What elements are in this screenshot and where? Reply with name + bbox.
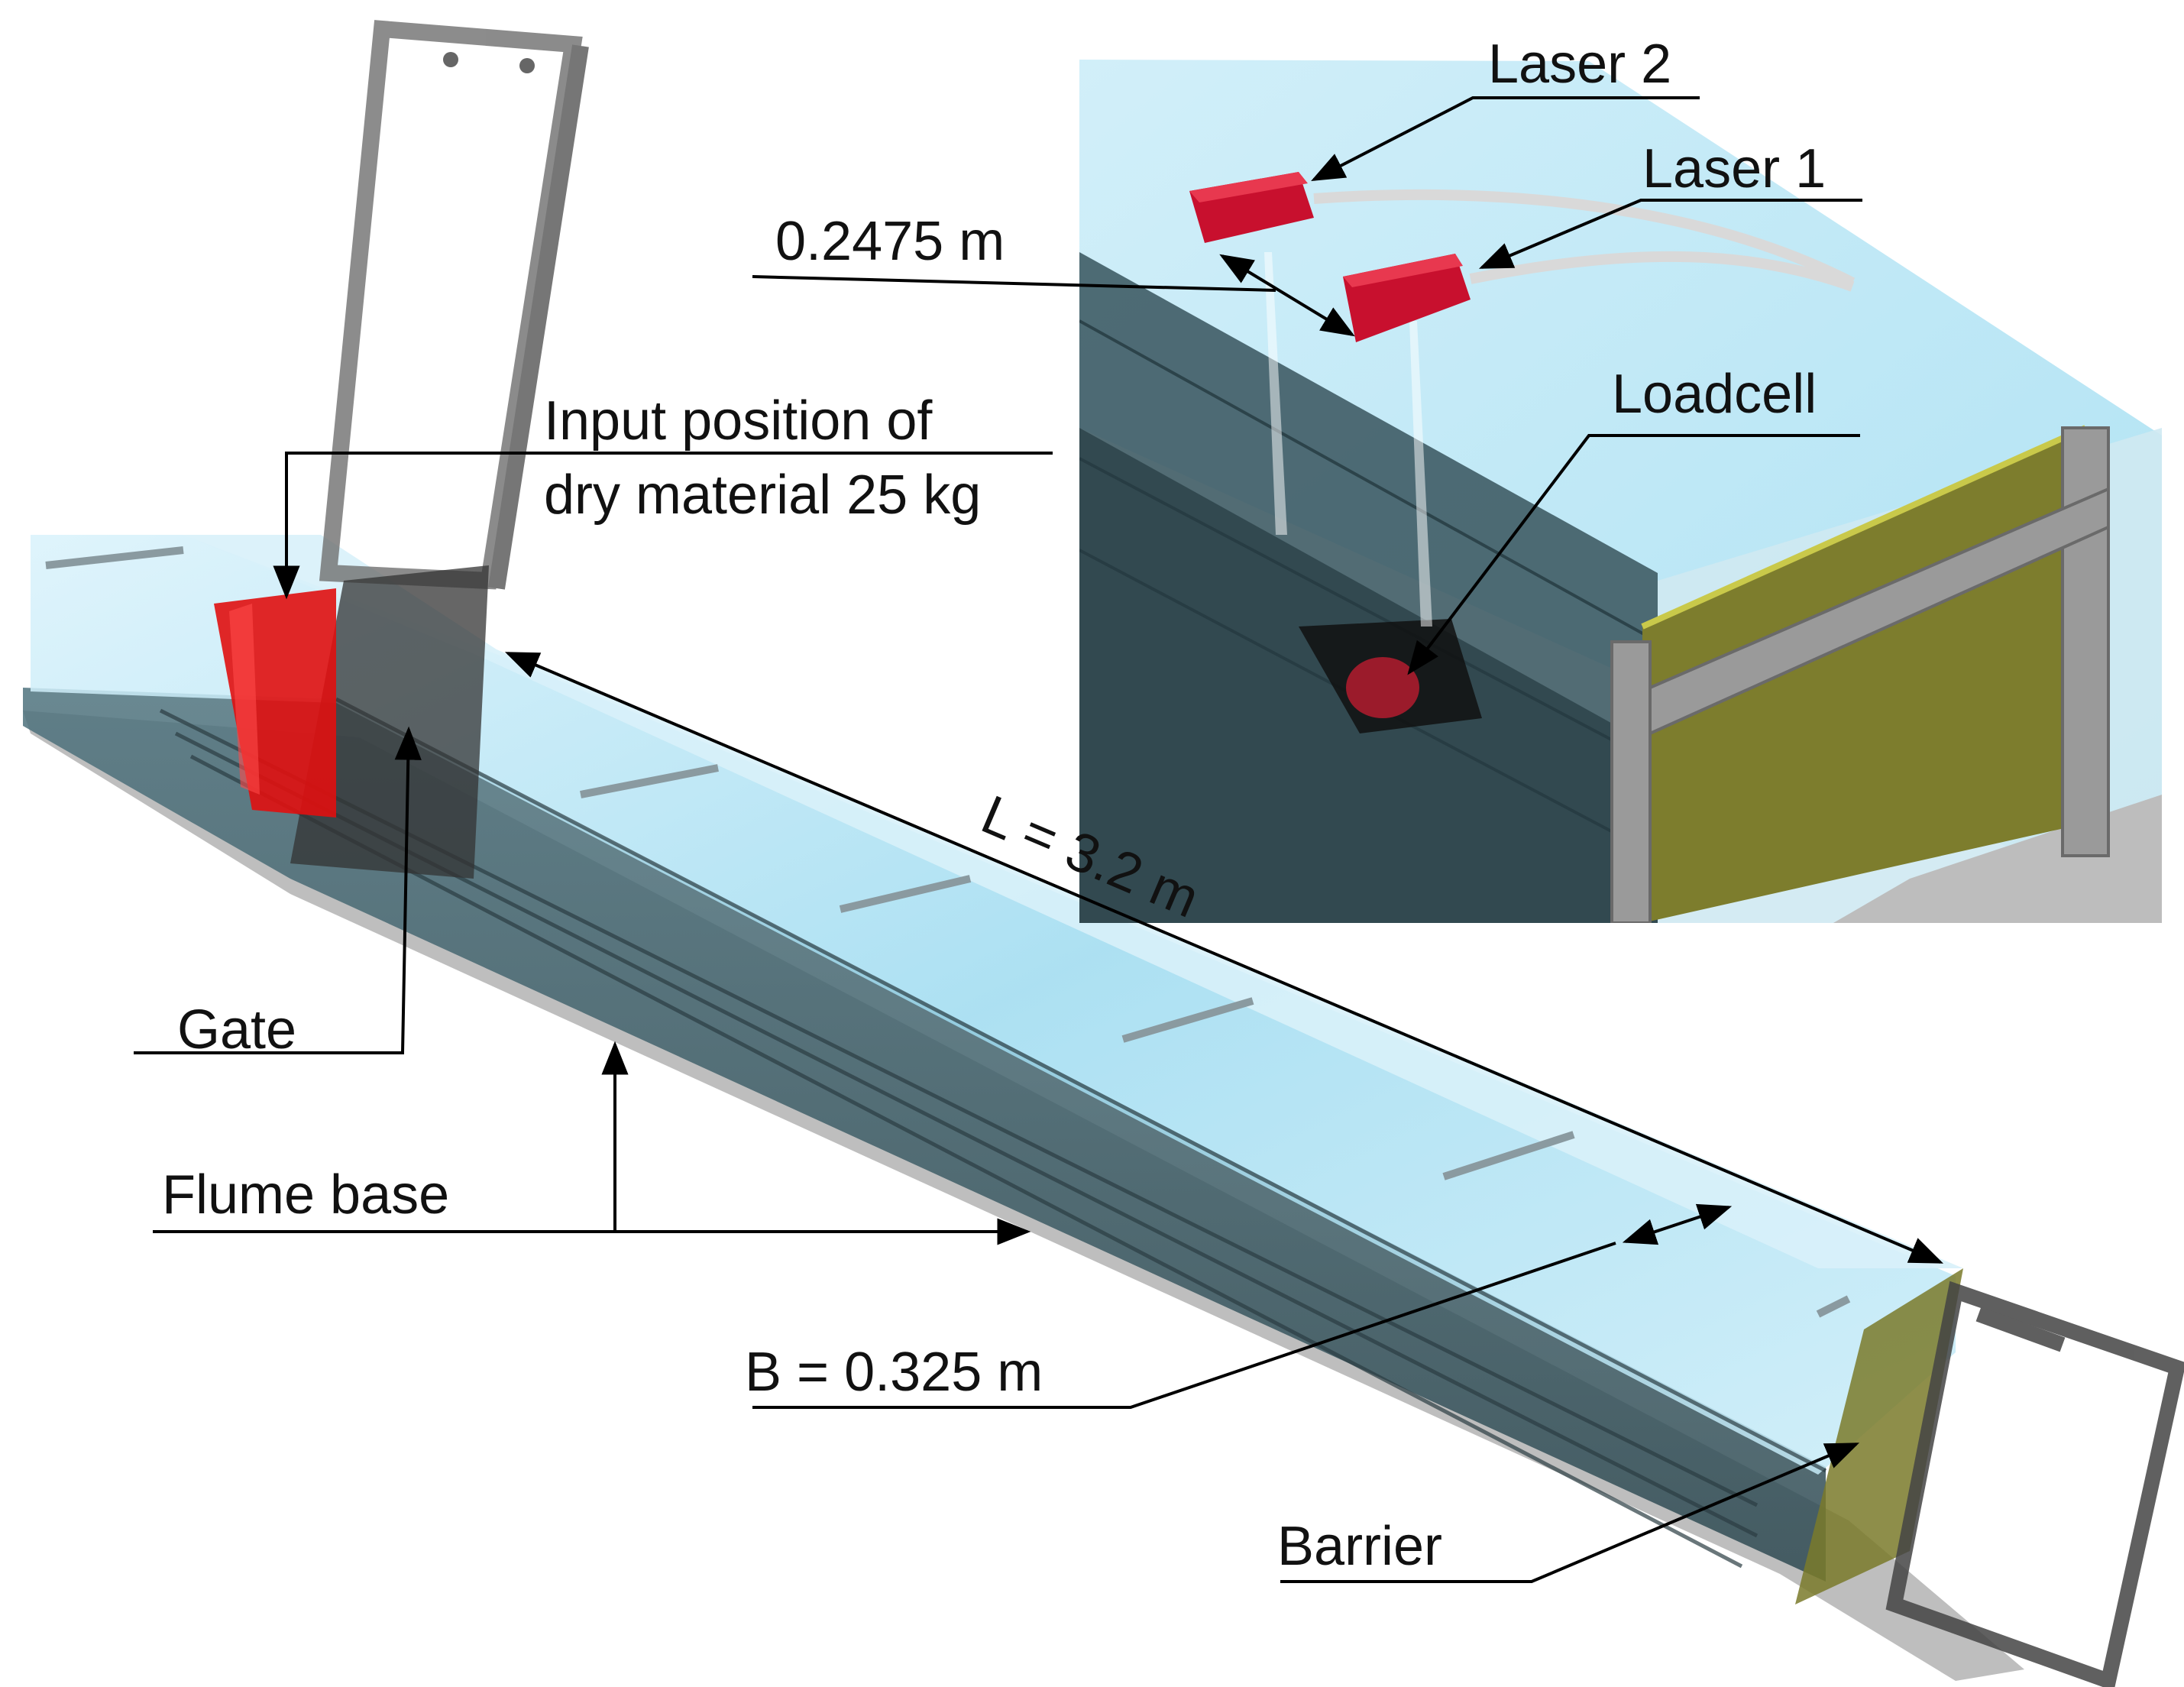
gate-bolt [443,52,458,67]
gate-plate [290,565,489,879]
label-input-line1: Input position of [544,390,933,452]
laser-2-sensor [1189,172,1314,243]
gate-frame [319,20,589,590]
laser-cable [1469,251,1855,292]
label-loadcell: Loadcell [1612,364,1817,425]
annotations [134,96,1944,1583]
laser-cable [1313,189,1856,288]
label-laser-1: Laser 1 [1642,138,1826,199]
label-spacing: 0.2475 m [775,211,1005,272]
laser-1-sensor [1343,254,1471,342]
label-width: B = 0.325 m [745,1342,1043,1403]
barrier [1795,1268,2184,1687]
label-gate: Gate [177,999,296,1060]
label-flume-base: Flume base [162,1164,449,1226]
gate-bolt [519,58,535,73]
inset-closeup [1079,60,2164,923]
label-barrier: Barrier [1277,1516,1442,1577]
label-laser-2: Laser 2 [1488,34,1671,95]
loadcell-sensor [1346,657,1419,718]
label-input-line2: dry material 25 kg [544,465,981,526]
dry-material [214,588,336,818]
